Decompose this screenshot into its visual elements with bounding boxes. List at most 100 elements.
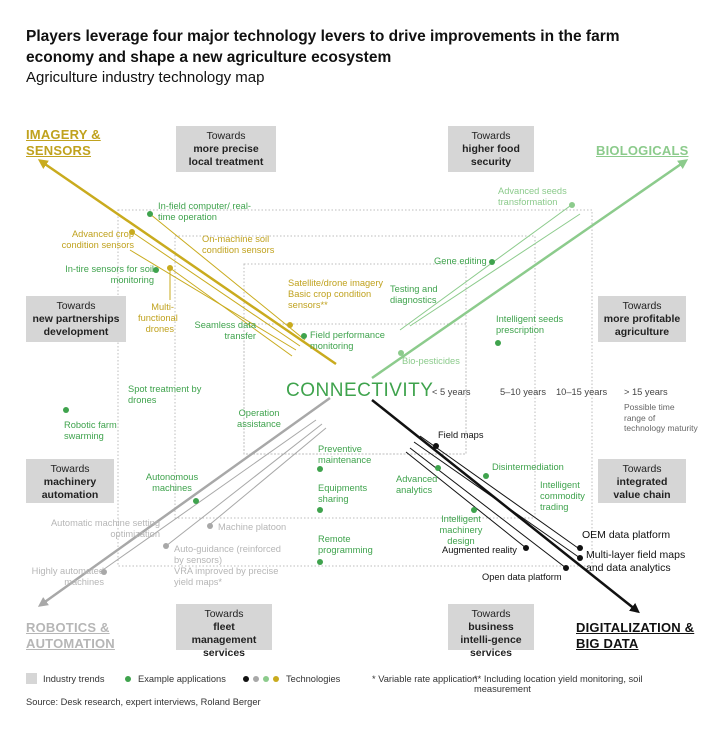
label-intire-sensors: In-tire sensors for soil monitoring	[65, 264, 154, 285]
dot-field-maps	[433, 443, 439, 449]
label-multifunctional-drones: Multi-functional drones	[138, 302, 178, 334]
dot-open-data	[563, 565, 569, 571]
label-intelligent-commodity: Intelligent commodity trading	[540, 480, 585, 512]
trend-pre: Towards	[56, 300, 96, 312]
page-subtitle: Agriculture industry technology map	[26, 69, 265, 86]
dot-intire	[153, 267, 159, 273]
label-intelligent-seeds: Intelligent seeds prescription	[496, 314, 564, 335]
label-satellite-imagery: Satellite/drone imagery Basic crop condi…	[288, 278, 384, 310]
dot-field-performance	[301, 333, 307, 339]
axis-biologicals	[371, 159, 689, 380]
trend-pre: Towards	[471, 130, 511, 142]
ring-under-5	[243, 323, 467, 455]
dot-autoguide	[163, 543, 169, 549]
label-open-data: Open data platform	[482, 572, 562, 582]
label-field-performance: Field performance monitoring	[310, 330, 385, 351]
corner-imagery-sensors: IMAGERY & SENSORS	[26, 127, 101, 158]
ring-10-15	[174, 235, 536, 519]
label-vra: VRA improved by precise yield maps*	[174, 566, 279, 587]
label-autonomous-machines: Autonomous machines	[145, 472, 199, 493]
ring-label-15plus: > 15 years	[624, 387, 668, 397]
label-multilayer-maps: Multi-layer field maps and data analytic…	[586, 549, 686, 574]
dot-drones-top	[167, 265, 173, 271]
trend-pre: Towards	[622, 463, 662, 475]
label-onmachine-sensors: On-machine soil condition sensors	[202, 234, 275, 255]
label-disintermediation: Disintermediation	[492, 462, 564, 472]
corner-robotics-automation: ROBOTICS & AUTOMATION	[26, 620, 115, 651]
dot-highly	[101, 569, 107, 575]
legend-technologies: Technologies	[286, 674, 341, 684]
label-robotic-swarming: Robotic farm swarming	[64, 420, 117, 441]
trend-pre: Towards	[206, 130, 246, 142]
dot-equipments	[317, 507, 323, 513]
trend-main: more precise local treatment	[188, 143, 264, 168]
trend-main: more profitable agriculture	[603, 313, 681, 338]
legend-industry-trends: Industry trends	[43, 674, 105, 684]
trend-main: new partnerships development	[32, 313, 120, 338]
label-auto-setting: Automatic machine setting optimization	[50, 518, 160, 539]
label-machine-platoon: Machine platoon	[218, 522, 287, 532]
trend-pre: Towards	[50, 463, 90, 475]
corner-digitalization: DIGITALIZATION & BIG DATA	[576, 620, 695, 651]
dot-satellite	[287, 322, 293, 328]
ring-label-under-5: < 5 years	[432, 387, 471, 397]
dot-oem	[577, 545, 583, 551]
corner-biologicals: BIOLOGICALS	[596, 143, 689, 158]
label-auto-guidance: Auto-guidance (reinforced by sensors)	[174, 544, 281, 565]
dot-preventive	[317, 466, 323, 472]
legend-tech-dot-yellow	[273, 676, 279, 682]
label-remote-programming: Remote programming	[318, 534, 373, 555]
trend-main: machinery automation	[41, 476, 99, 501]
dot-platoon	[207, 523, 213, 529]
ring-label-10-15: 10–15 years	[556, 387, 608, 397]
legend-note-yield: ** Including location yield monitoring, …	[474, 674, 643, 694]
trend-pre: Towards	[471, 608, 511, 620]
page-title: Players leverage four major technology l…	[26, 28, 620, 66]
dot-remote	[317, 559, 323, 565]
trend-main: higher food security	[462, 143, 520, 168]
label-spot-treatment: Spot treatment by drones	[128, 384, 202, 405]
label-operation-assistance: Operation assistance	[237, 408, 281, 429]
dot-bio-pesticides	[398, 350, 404, 356]
legend-trend-swatch	[26, 673, 37, 684]
label-advanced-seeds: Advanced seeds transformation	[498, 186, 567, 207]
trend-main: integrated value chain	[613, 476, 671, 501]
dot-adv-crop	[129, 229, 135, 235]
legend-tech-dot-grey	[253, 676, 259, 682]
legend-example-applications: Example applications	[138, 674, 226, 684]
trend-main: business intelli-gence services	[460, 621, 522, 659]
label-seamless-transfer: Seamless data transfer	[194, 320, 257, 341]
label-augmented-reality: Augmented reality	[442, 545, 517, 555]
source-line: Source: Desk research, expert interviews…	[26, 697, 261, 707]
dot-intel-machinery	[471, 507, 477, 513]
trend-main: fleet management services	[191, 621, 257, 659]
dot-adv-seeds	[569, 202, 575, 208]
label-infield-computer: In-field computer/ real-time operation	[158, 201, 252, 222]
label-advanced-analytics: Advanced analytics	[396, 474, 438, 495]
dot-disintermediation	[483, 473, 489, 479]
legend-tech-dot-lightgreen	[263, 676, 269, 682]
dot-robotic-swarming	[63, 407, 69, 413]
label-advanced-crop-sensors: Advanced crop condition sensors	[61, 229, 134, 250]
dot-gene-editing	[489, 259, 495, 265]
legend-note-vra: * Variable rate application	[372, 674, 478, 684]
axis-imagery	[37, 159, 337, 366]
label-preventive-maintenance: Preventive maintenance	[318, 444, 372, 465]
dot-autonomous	[193, 498, 199, 504]
ring-15plus	[117, 209, 593, 567]
legend-tech-dot-black	[243, 676, 249, 682]
trend-pre: Towards	[622, 300, 662, 312]
dot-adv-analytics	[435, 465, 441, 471]
ring-note: Possible time range of technology maturi…	[624, 402, 698, 433]
axis-robotics	[37, 396, 331, 607]
label-intelligent-machinery: Intelligent machinery design	[439, 514, 483, 546]
label-oem-platform: OEM data platform	[582, 529, 671, 541]
